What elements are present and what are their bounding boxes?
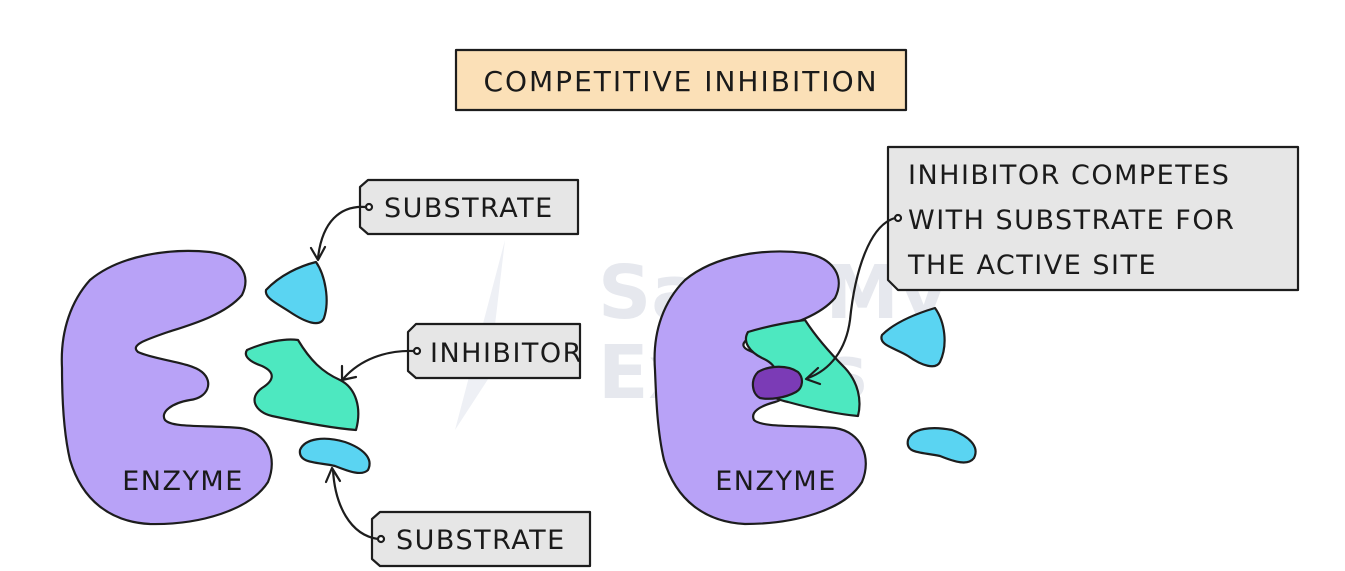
tag-substrate-top-label: SUBSTRATE [384,193,554,224]
arrow-substrate-bottom [331,468,380,541]
right-panel: ENZYME INHIBITOR COMPETES WITH SUBSTRATE… [653,145,1300,526]
callout-line3: THE ACTIVE SITE [907,250,1157,281]
left-tag-substrate-bottom: SUBSTRATE [324,466,592,568]
left-substrate-top-shape [264,260,328,325]
left-enzyme-shape [60,249,273,526]
arrow-inhibitor [342,349,416,380]
callout-outline [886,145,1300,292]
arrowhead-callout-icon [804,366,822,386]
tag-substrate-bottom-outline [370,510,592,568]
right-inhibitor-bound-shape [751,365,803,400]
left-tag-substrate-top: SUBSTRATE [309,178,580,262]
left-tag-inhibitor: INHIBITOR [340,322,583,382]
arrowhead-substrate-bottom-icon [324,466,342,484]
tag-substrate-top-outline [358,178,580,236]
title-box-background [454,48,908,112]
arrowhead-substrate-top-icon [309,245,327,262]
right-substrate-top-shape [880,306,946,368]
left-panel: ENZYME SUBSTRATE INHIBITOR SUBSTRATE [60,178,592,568]
left-enzyme-label: ENZYME [122,466,244,497]
tag-substrate-bottom-label: SUBSTRATE [396,525,566,556]
right-substrate-bottom-shape [906,427,977,464]
arrow-substrate-top [316,205,368,260]
tag-inhibitor-outline [406,322,582,380]
tag-inhibitor-label: INHIBITOR [430,338,583,369]
left-substrate-bottom-shape [298,437,371,475]
arrow-callout [806,216,897,380]
title-box: COMPETITIVE INHIBITION [454,48,908,112]
callout-line2: WITH SUBSTRATE FOR [908,205,1235,236]
callout-line1: INHIBITOR COMPETES [908,160,1230,191]
right-callout: INHIBITOR COMPETES WITH SUBSTRATE FOR TH… [804,145,1300,386]
right-enzyme-label: ENZYME [715,466,837,497]
arrowhead-inhibitor-icon [340,364,358,382]
page-title: COMPETITIVE INHIBITION [483,65,878,98]
left-inhibitor-shape [244,338,360,432]
